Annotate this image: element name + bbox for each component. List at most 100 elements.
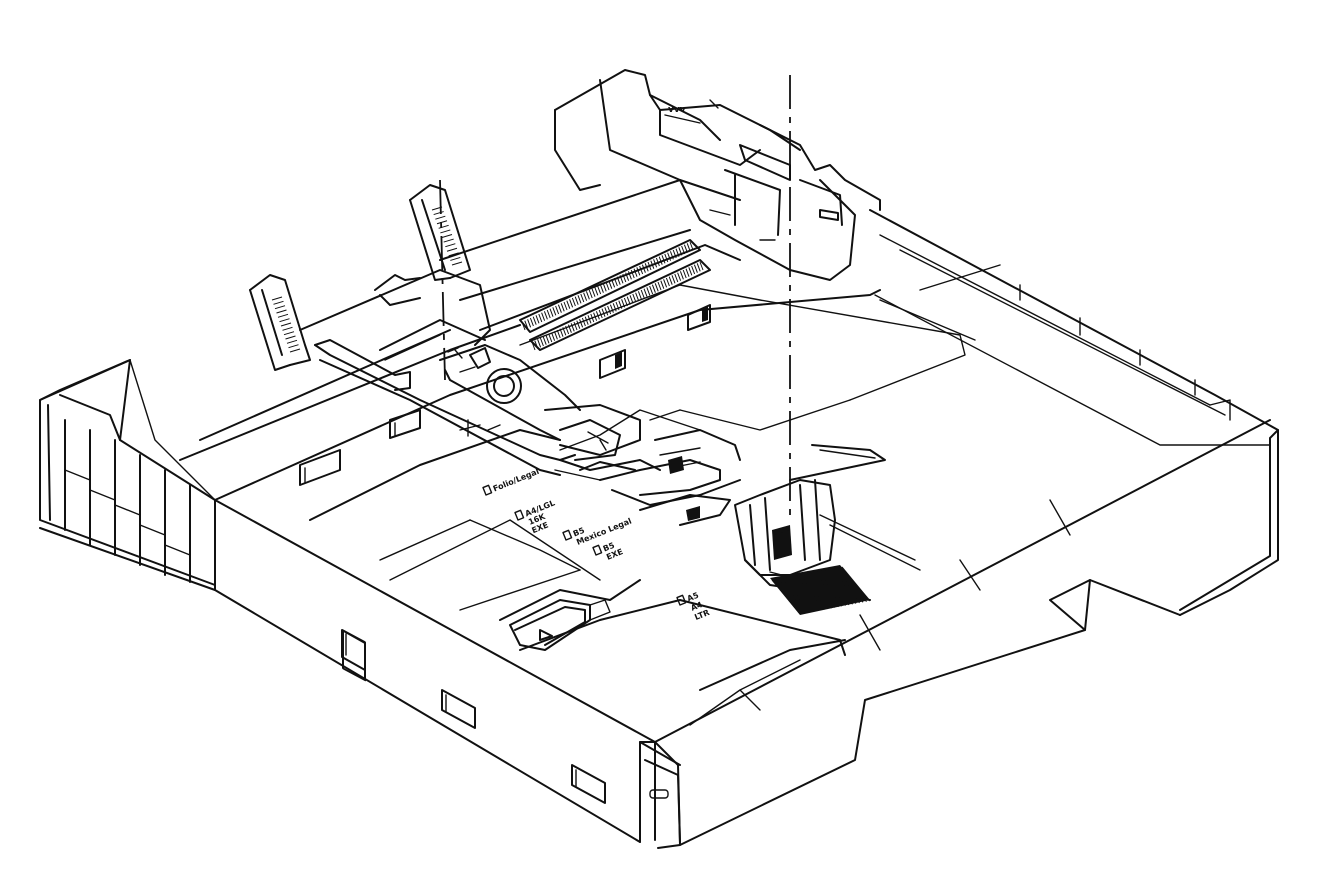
hatch-stroke: [621, 299, 626, 308]
hatch-stroke: [286, 339, 298, 344]
hatch-stroke: [274, 305, 286, 310]
hatch-stroke: [289, 348, 301, 353]
side-guide-pieces: [554, 429, 741, 526]
hatch-stroke: [655, 257, 660, 267]
hatch-stroke: [668, 276, 673, 285]
hatch-stroke: [597, 285, 602, 295]
hatch-stroke: [775, 579, 804, 614]
hatch-stroke: [661, 255, 666, 264]
size-label-d1: B5: [602, 541, 617, 554]
hatch-stroke: [778, 578, 808, 614]
hatch-stroke: [658, 256, 663, 265]
hatch-stroke: [560, 303, 565, 312]
hatch-stroke: [619, 275, 624, 284]
hatch-stroke: [675, 248, 680, 257]
hatch-stroke: [665, 277, 670, 287]
hatch-stroke: [581, 317, 586, 327]
hatch-stroke: [678, 247, 683, 256]
hatch-stroke: [639, 265, 644, 275]
hatch-stroke: [810, 572, 839, 608]
hatch-stroke: [283, 331, 295, 336]
hatch-stroke: [796, 575, 825, 610]
hatch-stroke: [618, 300, 623, 309]
hatch-stroke: [285, 335, 296, 340]
hatch-stroke: [789, 576, 818, 612]
hatch-stroke: [441, 234, 453, 238]
hatch-stroke: [672, 249, 677, 259]
hatch-stroke: [571, 297, 576, 307]
hatch-stroke: [529, 317, 534, 327]
hatch-stroke: [831, 568, 860, 604]
hatch-stroke: [635, 292, 640, 301]
hatch-stroke: [685, 268, 690, 277]
hatch-stroke: [534, 340, 539, 349]
roller-teeth: [519, 239, 711, 351]
hatch-stroke: [683, 244, 688, 253]
hatch-stroke: [633, 268, 638, 277]
hatch-stroke: [674, 273, 679, 283]
hatch-stroke: [813, 571, 843, 607]
hatch-stroke: [623, 297, 628, 307]
hatch-stroke: [806, 573, 836, 608]
hatch-stroke: [682, 269, 687, 279]
hatch-stroke: [276, 309, 287, 314]
hatch-stroke: [688, 267, 693, 276]
hatch-stroke: [542, 336, 547, 345]
hatch-stroke: [436, 220, 448, 225]
hatch-stroke: [616, 276, 621, 285]
hatch-stroke: [527, 319, 532, 328]
hatch-stroke: [574, 296, 579, 305]
hatch-stroke: [443, 238, 454, 243]
hatch-stroke: [552, 307, 557, 316]
rear-mark: vvv: [668, 105, 686, 115]
hatch-stroke: [649, 285, 654, 295]
hatch-stroke: [686, 243, 691, 252]
hatch-stroke: [689, 241, 694, 251]
hatch-stroke: [435, 215, 446, 220]
hatch-stroke: [611, 279, 616, 288]
rear-stopper: vvv: [554, 69, 881, 281]
hatch-stroke: [799, 574, 829, 610]
hatch-stroke: [588, 289, 593, 299]
rear-guide-arms: [249, 184, 491, 391]
hatch-stroke: [622, 273, 627, 283]
hatch-stroke: [667, 252, 672, 261]
hatch-stroke: [541, 312, 546, 321]
hatch-stroke: [601, 308, 606, 317]
hatch-stroke: [605, 281, 610, 291]
hatch-stroke: [841, 566, 871, 602]
hatch-stroke: [546, 309, 551, 319]
hatch-stroke: [820, 570, 850, 606]
hatch-stroke: [663, 279, 668, 288]
hatch-stroke: [562, 327, 567, 336]
hatch-stroke: [671, 275, 676, 284]
hatch-stroke: [699, 261, 704, 271]
hatch-stroke: [451, 261, 463, 266]
tray-body: [39, 209, 1279, 849]
hatch-stroke: [531, 341, 536, 351]
hatch-stroke: [646, 287, 651, 296]
hatch-stroke: [577, 295, 582, 304]
hatch-stroke: [679, 271, 684, 280]
hatch-stroke: [594, 287, 599, 296]
hatch-stroke: [629, 295, 634, 304]
hatch-stroke: [609, 304, 614, 313]
hatch-stroke: [576, 320, 581, 329]
hatch-stroke: [584, 316, 589, 325]
centerline: [439, 75, 791, 520]
hatch-stroke: [627, 271, 632, 280]
hatch-stroke: [641, 264, 646, 273]
hatch-stroke: [677, 272, 682, 281]
hatch-stroke: [612, 303, 617, 312]
hatch-stroke: [636, 267, 641, 276]
hatch-stroke: [440, 229, 451, 234]
hatch-stroke: [785, 577, 815, 612]
hatch-stroke: [834, 567, 864, 603]
hatch-stroke: [288, 344, 299, 349]
hatch-stroke: [563, 301, 568, 311]
hatch-stroke: [573, 321, 578, 331]
hatch-stroke: [591, 288, 596, 297]
hatch-stroke: [691, 265, 696, 275]
hatch-stroke: [817, 571, 846, 606]
